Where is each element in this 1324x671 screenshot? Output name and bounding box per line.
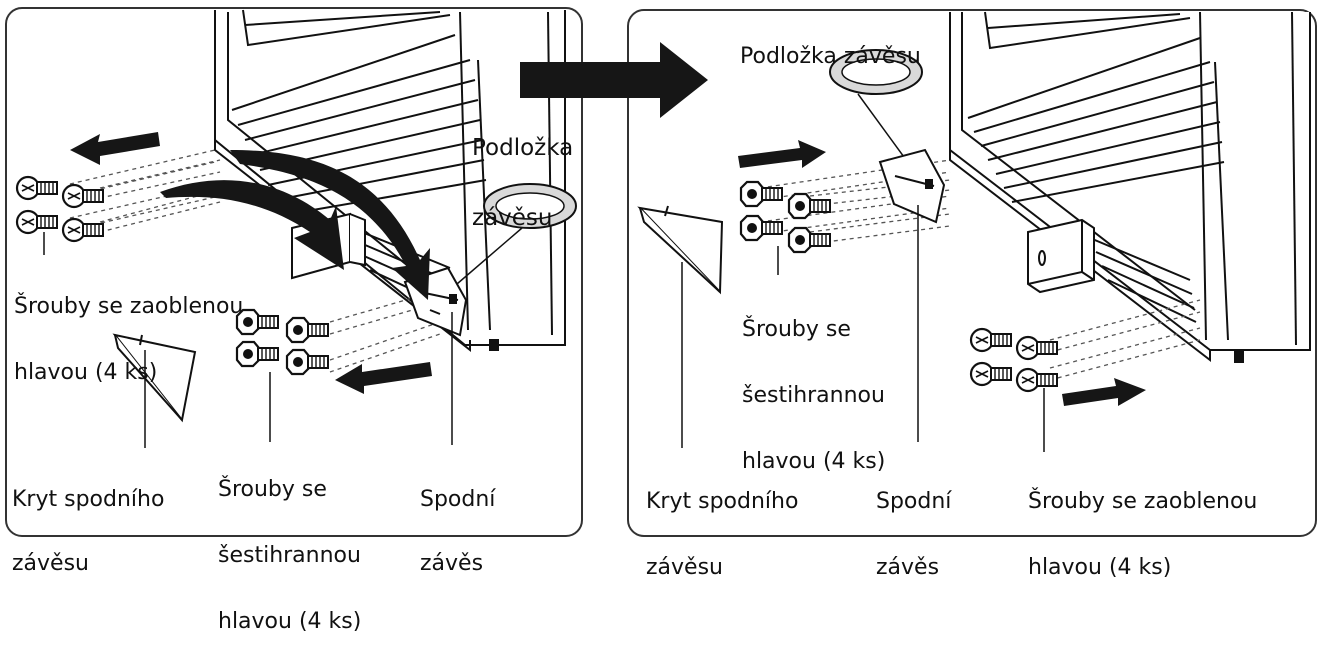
right-cover-label: Kryt spodního závěsu (646, 489, 799, 580)
right-round-screws-label: Šrouby se zaoblenou hlavou (4 ks) (1028, 489, 1258, 580)
motion-arrow-icon (70, 132, 432, 394)
right-mounted-cover (1027, 218, 1095, 294)
right-bottom-hinge-icon (878, 148, 946, 224)
left-round-screws-label: Šrouby se zaoblenou hlavou (4 ks) (14, 294, 244, 385)
left-hinge-cover-icon (112, 333, 197, 423)
right-hinge-washer-icon (829, 49, 923, 95)
hinge-reversal-diagram (5, 7, 1317, 537)
transition-arrow-icon (520, 42, 708, 118)
right-fridge (949, 11, 1311, 363)
right-hinge-cover-icon (637, 205, 724, 295)
left-hinge-label: Spodní závěs (420, 487, 496, 576)
left-washer-leader (449, 227, 523, 291)
right-screw-guides (759, 159, 1201, 381)
motion-arrow-icon (738, 140, 1146, 406)
right-hex-screws-label: Šrouby se šestihrannou hlavou (4 ks) (742, 317, 886, 474)
left-hex-screws-label: Šrouby se šestihrannou hlavou (4 ks) (218, 477, 362, 634)
left-washer-label: Podložka závěsu (472, 135, 574, 231)
left-cover-label: Kryt spodního závěsu (12, 487, 165, 576)
right-washer-label: Podložka závěsu (740, 44, 921, 69)
left-hinge-washer-icon (483, 183, 577, 229)
right-hinge-label: Spodní závěs (876, 489, 952, 580)
left-screw-guides (69, 149, 441, 373)
left-fridge (214, 9, 566, 353)
